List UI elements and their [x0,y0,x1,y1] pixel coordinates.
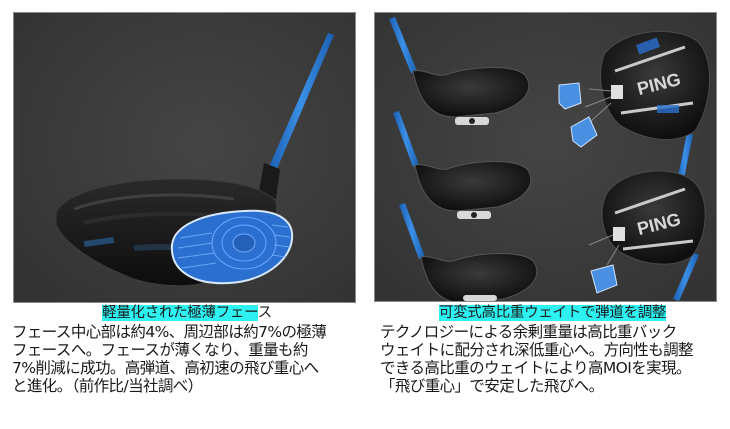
section-heading: 軽量化された極薄フェース [12,304,362,323]
section-body-text: テクノロジーによる余剰重量は高比重バック ウェイトに配分され深低重心へ。方向性も… [380,323,694,395]
face-technology-caption: 軽量化された極薄フェース フェース中心部は約4%、周辺部は約7%の極薄 フェース… [12,304,362,395]
adjustable-weight-image: PING PING [374,12,717,302]
face-blueprint-icon [170,209,294,285]
driver-side-3 [399,203,538,301]
heading-rest: ス [257,305,273,321]
driver-side-2 [393,111,532,219]
driver-sole-bottom: PING [588,170,706,301]
weight-icon [558,82,582,110]
driver-face-illustration [14,13,355,302]
driver-sole-top: PING [584,30,711,183]
driver-side-1 [389,17,530,125]
face-technology-image [13,12,356,303]
section-heading: 可変式高比重ウェイトで弾道を調整 [380,304,725,323]
weight-icon [570,116,598,148]
heading-highlight: 軽量化された極薄フェー [102,305,258,321]
heading-highlight: 可変式高比重ウェイトで弾道を調整 [438,305,667,321]
section-body-text: フェース中心部は約4%、周辺部は約7%の極薄 フェースへ。フェースが薄くなり、重… [12,323,327,395]
shaft-icon [268,33,334,171]
weight-icon [590,264,618,294]
driver-weights-illustration: PING PING [375,13,716,301]
adjustable-weight-caption: 可変式高比重ウェイトで弾道を調整 テクノロジーによる余剰重量は高比重バック ウェ… [380,304,725,395]
